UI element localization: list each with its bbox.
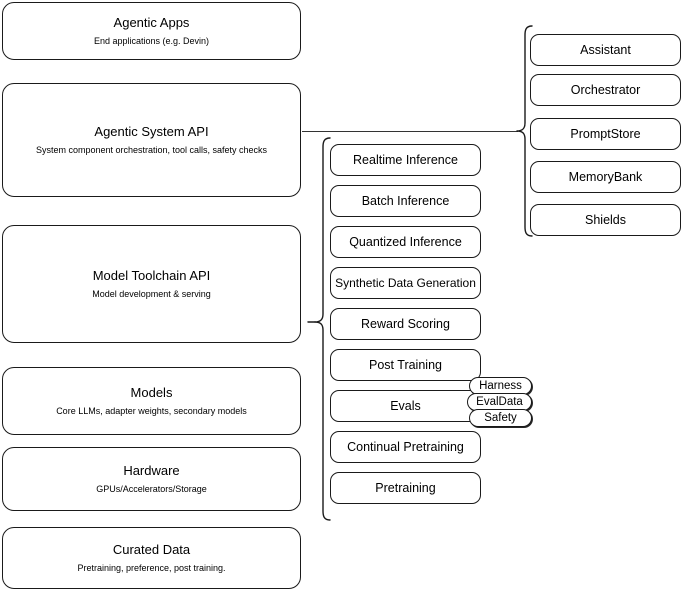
layer-subtitle: Model development & serving [92, 288, 211, 299]
component-label: Continual Pretraining [347, 440, 464, 454]
tag-label: Harness [479, 380, 522, 392]
layer-box-models[interactable]: Models Core LLMs, adapter weights, secon… [2, 367, 301, 435]
toolchain-component-quantized-inference[interactable]: Quantized Inference [330, 226, 481, 258]
toolchain-component-reward-scoring[interactable]: Reward Scoring [330, 308, 481, 340]
toolchain-component-evals[interactable]: Evals [330, 390, 481, 422]
component-label: Quantized Inference [349, 235, 462, 249]
layer-title: Hardware [123, 463, 180, 479]
layer-box-hardware[interactable]: Hardware GPUs/Accelerators/Storage [2, 447, 301, 511]
component-label: Post Training [369, 358, 442, 372]
component-label: Batch Inference [361, 194, 450, 208]
layer-box-curated-data[interactable]: Curated Data Pretraining, preference, po… [2, 527, 301, 589]
component-label: Synthetic Data Generation [335, 276, 476, 290]
system-component-memorybank[interactable]: MemoryBank [530, 161, 681, 193]
layer-title: Curated Data [112, 542, 191, 558]
layer-box-agentic-apps[interactable]: Agentic Apps End applications (e.g. Devi… [2, 2, 301, 60]
layer-title: Agentic System API [94, 124, 209, 140]
component-label: Realtime Inference [353, 153, 458, 167]
component-label: Assistant [580, 43, 631, 57]
toolchain-component-pretraining[interactable]: Pretraining [330, 472, 481, 504]
system-component-assistant[interactable]: Assistant [530, 34, 681, 66]
eval-tag-safety[interactable]: Safety [469, 409, 532, 427]
layer-subtitle: GPUs/Accelerators/Storage [96, 483, 207, 494]
layer-box-agentic-system-api[interactable]: Agentic System API System component orch… [2, 83, 301, 197]
toolchain-component-continual-pretraining[interactable]: Continual Pretraining [330, 431, 481, 463]
layer-subtitle: Pretraining, preference, post training. [77, 562, 226, 573]
eval-tag-harness[interactable]: Harness [469, 377, 532, 395]
layer-subtitle: System component orchestration, tool cal… [35, 144, 268, 155]
layer-subtitle: Core LLMs, adapter weights, secondary mo… [56, 405, 247, 416]
layer-subtitle: End applications (e.g. Devin) [93, 35, 210, 46]
layer-title: Model Toolchain API [92, 268, 211, 284]
toolchain-component-batch-inference[interactable]: Batch Inference [330, 185, 481, 217]
component-label: Reward Scoring [361, 317, 450, 331]
system-component-orchestrator[interactable]: Orchestrator [530, 74, 681, 106]
toolchain-component-realtime-inference[interactable]: Realtime Inference [330, 144, 481, 176]
brace-model-toolchain [306, 136, 332, 522]
layer-title: Agentic Apps [113, 15, 190, 31]
toolchain-component-post-training[interactable]: Post Training [330, 349, 481, 381]
eval-tag-evaldata[interactable]: EvalData [467, 393, 532, 411]
component-label: Pretraining [375, 481, 436, 495]
layer-box-model-toolchain-api[interactable]: Model Toolchain API Model development & … [2, 225, 301, 343]
system-component-shields[interactable]: Shields [530, 204, 681, 236]
component-label: Evals [390, 399, 421, 413]
tag-label: EvalData [476, 396, 523, 408]
component-label: Shields [585, 213, 626, 227]
layer-title: Models [130, 385, 173, 401]
component-label: MemoryBank [568, 170, 643, 184]
component-label: Orchestrator [570, 83, 641, 97]
toolchain-component-synthetic-data-generation[interactable]: Synthetic Data Generation [330, 267, 481, 299]
system-component-promptstore[interactable]: PromptStore [530, 118, 681, 150]
connector-line-system-api [302, 131, 518, 132]
component-label: PromptStore [570, 127, 641, 141]
tag-label: Safety [484, 412, 517, 424]
